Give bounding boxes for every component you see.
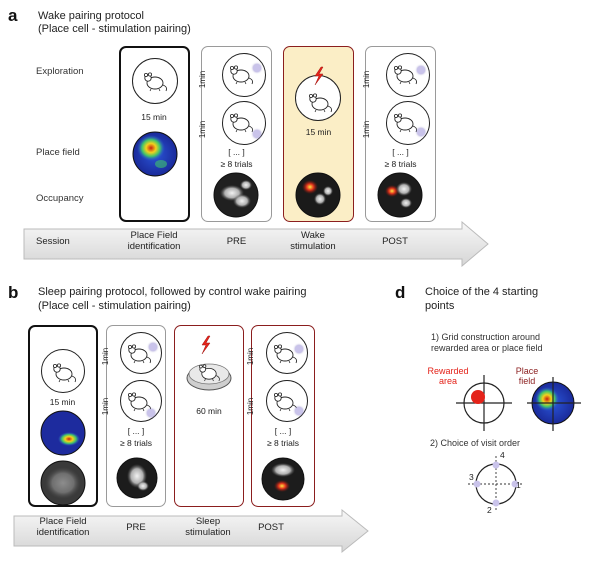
lightning-icon — [314, 66, 324, 86]
trials-count: ≥ 8 trials — [119, 438, 153, 448]
trials-ellipsis: [ ... ] — [392, 147, 409, 157]
panel-b-title: Sleep pairing protocol, followed by cont… — [38, 286, 307, 298]
card-a-wake-stimulation: 15 min — [283, 46, 354, 222]
start-point-marker — [295, 345, 303, 353]
panel-d-letter: d — [395, 283, 406, 302]
step-1-label-2: rewarded area or place field — [431, 343, 543, 353]
session-wake-stimulation: Wake stimulation — [290, 230, 336, 252]
session-sleep-stimulation: Sleep stimulation — [185, 516, 231, 538]
place-field-heatmap — [40, 410, 86, 456]
sleep-box-icon — [186, 363, 232, 391]
panel-b-letter: b — [8, 283, 19, 302]
duration-label: 15 min — [305, 127, 332, 137]
rewarded-area-label: Rewarded area — [427, 366, 469, 386]
start-point-marker — [417, 66, 425, 74]
session-pre: PRE — [126, 522, 146, 533]
trials-count: ≥ 8 trials — [384, 159, 417, 169]
step-1-label: 1) Grid construction around — [431, 332, 541, 342]
card-a-pre: 1min 1min [ ... ] ≥ 8 trials — [198, 46, 272, 222]
panel-b-subtitle: (Place cell - stimulation pairing) — [38, 300, 191, 312]
place-field-label: Place field — [515, 366, 539, 386]
arena-trial-2 — [120, 380, 162, 422]
card-a-place-field: 15 min — [119, 46, 190, 222]
visit-order-3: 3 — [469, 472, 474, 482]
row-label-exploration: Exploration — [36, 66, 84, 77]
duration-1min: 1min — [246, 397, 256, 416]
arena-trial-1 — [120, 332, 162, 374]
lightning-icon — [201, 335, 211, 355]
occupancy-map — [213, 172, 259, 218]
card-b-place-field: 15 min — [28, 325, 98, 507]
arena-exploration — [41, 349, 85, 393]
session-place-field-identification: Place Field identification — [127, 230, 181, 252]
visit-order-1: 1 — [516, 480, 521, 490]
session-place-field-identification: Place Field identification — [36, 516, 90, 538]
trials-ellipsis: [ ... ] — [274, 426, 292, 436]
arena-trial-1 — [266, 332, 308, 374]
panel-d-title: Choice of the 4 starting — [425, 286, 539, 298]
session-post: POST — [382, 236, 408, 247]
start-point-marker — [147, 409, 155, 417]
place-field-heatmap — [132, 131, 178, 177]
arena-trial-1 — [386, 53, 430, 97]
panel-a-title: Wake pairing protocol — [38, 10, 144, 22]
visit-order-diagram — [468, 456, 524, 512]
occupancy-map — [295, 172, 341, 218]
arena-trial-2 — [266, 380, 308, 422]
panel-d-title-2: points — [425, 300, 455, 312]
duration-label: 15 min — [49, 397, 76, 407]
panel-a-letter: a — [8, 6, 18, 25]
arena-trial-1 — [222, 53, 266, 97]
mouse-icon — [143, 72, 168, 92]
duration-1min: 1min — [101, 397, 111, 416]
start-point-marker — [253, 64, 261, 72]
start-point-marker — [417, 128, 425, 136]
trials-ellipsis: [ ... ] — [228, 147, 245, 157]
trials-count: ≥ 8 trials — [220, 159, 253, 169]
visit-order-4: 4 — [500, 450, 505, 460]
occupancy-map — [261, 457, 305, 501]
start-point-marker — [149, 343, 157, 351]
trials-count: ≥ 8 trials — [266, 438, 300, 448]
session-post: POST — [258, 522, 284, 533]
trials-ellipsis: [ ... ] — [127, 426, 145, 436]
occupancy-map — [377, 172, 423, 218]
duration-label: 60 min — [196, 406, 222, 416]
duration-1min: 1min — [101, 347, 111, 366]
duration-1min: 1min — [198, 120, 208, 139]
visit-order-2: 2 — [487, 505, 492, 515]
card-b-pre: 1min 1min [ ... ] ≥ 8 trials — [101, 325, 166, 507]
duration-1min: 1min — [362, 120, 372, 139]
arena-trial-2 — [386, 101, 430, 145]
card-b-post: 1min 1min [ ... ] ≥ 8 trials — [246, 325, 315, 507]
start-point-marker — [253, 130, 261, 138]
session-arrow — [13, 509, 369, 554]
grid-rewarded-area — [456, 375, 512, 431]
arena-trial-2 — [222, 101, 266, 145]
arena-stimulation — [295, 75, 341, 121]
card-a-post: 1min 1min [ ... ] ≥ 8 trials — [362, 46, 436, 222]
duration-1min: 1min — [362, 70, 372, 89]
grid-place-field — [527, 377, 581, 431]
duration-1min: 1min — [198, 70, 208, 89]
arena-exploration — [132, 58, 178, 104]
row-label-occupancy: Occupancy — [36, 193, 84, 204]
card-b-sleep-stimulation: 60 min — [174, 325, 244, 507]
occupancy-map — [40, 460, 86, 506]
session-arrow — [23, 221, 489, 267]
session-pre: PRE — [226, 236, 247, 247]
step-2-label: 2) Choice of visit order — [430, 438, 521, 448]
session-label: Session — [36, 236, 70, 247]
row-label-place-field: Place field — [36, 147, 80, 158]
duration-1min: 1min — [246, 347, 256, 366]
start-point-marker — [295, 407, 303, 415]
duration-label: 15 min — [141, 112, 167, 122]
panel-a-subtitle: (Place cell - stimulation pairing) — [38, 23, 191, 35]
occupancy-map — [116, 457, 158, 499]
